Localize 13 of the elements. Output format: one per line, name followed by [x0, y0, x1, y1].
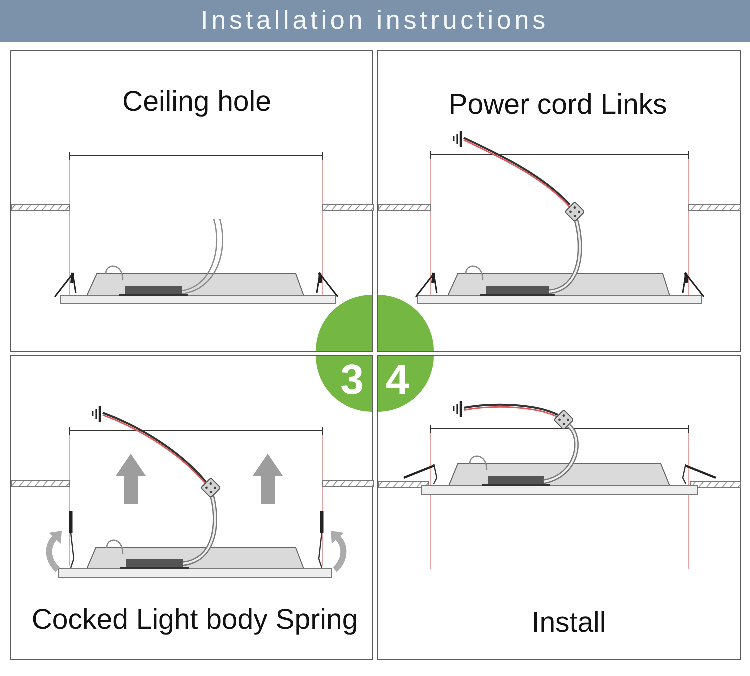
page-title: Installation instructions: [200, 5, 550, 36]
step-panel: [377, 355, 741, 660]
step-title: Power cord Links: [448, 88, 668, 122]
step-title: Install: [532, 606, 606, 640]
step-panel: [377, 50, 741, 352]
step-number: 4: [386, 359, 410, 401]
step-panel: [10, 50, 373, 352]
step-number-badge: [378, 295, 434, 351]
step-number: 3: [340, 359, 364, 401]
step-title: Cocked Light body Spring: [32, 602, 358, 638]
step-title: Ceiling hole: [122, 84, 272, 120]
step-number-badge: [316, 295, 372, 351]
step-panel: [10, 355, 373, 660]
